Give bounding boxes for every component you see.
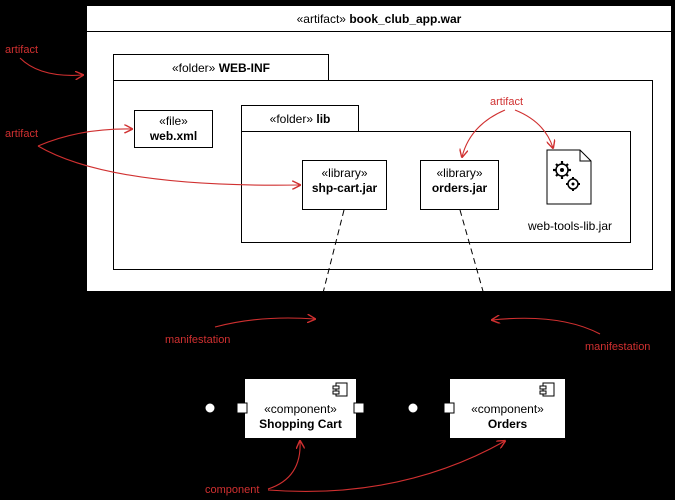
note-arrow-component-1 [267, 441, 300, 490]
artifact-war-stereotype: «artifact» [296, 12, 346, 26]
webtools-label: web-tools-lib.jar [527, 219, 613, 233]
library-shpcart: «library» shp-cart.jar [302, 160, 387, 210]
note-arrow-manifestation-right [492, 318, 601, 335]
manifest-arrow-cart [302, 209, 345, 376]
folder-webinf-name: WEB-INF [218, 61, 271, 75]
component-icon-orders [539, 382, 555, 397]
note-artifact-1: artifact [5, 44, 39, 56]
note-artifact-2: artifact [5, 128, 39, 140]
interface-iorders-label: IOrders [391, 383, 428, 395]
artifact-war-name: book_club_app.war [349, 12, 462, 26]
manifest-arrow-orders [459, 209, 507, 376]
artifact-war-divider [86, 31, 672, 32]
file-webxml-stereotype: «file» [159, 114, 188, 128]
interface-ishoppingcart-lollipop [204, 402, 216, 414]
interface-iorders-socket [401, 399, 411, 417]
file-webxml: «file» web.xml [134, 110, 213, 148]
note-arrow-artifact-2b [37, 145, 300, 185]
note-arrow-artifact-1 [19, 57, 83, 75]
component-cart-name: Shopping Cart [259, 417, 342, 431]
note-arrow-artifact-3b [514, 109, 553, 148]
manifest-label-orders: «manifest» [430, 327, 479, 338]
library-shpcart-name: shp-cart.jar [311, 181, 378, 195]
folder-webinf-tab: «folder» WEB-INF [113, 54, 329, 81]
interface-ishoppingcart-label: IShoppingCart [160, 383, 231, 395]
component-orders-name: Orders [487, 417, 528, 431]
artifact-war-title: «artifact» book_club_app.war [87, 12, 671, 26]
component-orders-stereotype: «component» [471, 402, 544, 416]
interface-iorders-lollipop [407, 402, 419, 414]
note-component: component [205, 484, 260, 496]
port-orders-left [443, 402, 455, 414]
library-shpcart-stereotype: «library» [321, 166, 368, 180]
port-cart-left [236, 402, 248, 414]
file-webxml-name: web.xml [149, 129, 198, 143]
folder-webinf-stereotype: «folder» [171, 61, 216, 75]
library-orders-stereotype: «library» [436, 166, 483, 180]
note-artifact-3: artifact [490, 96, 524, 108]
manifest-label-cart: «manifest» [320, 327, 369, 338]
note-arrow-artifact-2a [37, 129, 132, 147]
note-manifestation-right: manifestation [585, 341, 651, 353]
port-cart-right [353, 402, 365, 414]
component-cart-stereotype: «component» [264, 402, 337, 416]
file-gear-icon [546, 149, 592, 205]
note-arrow-component-2 [267, 441, 505, 492]
folder-lib-tab: «folder» lib [241, 105, 359, 132]
component-icon-cart [332, 382, 348, 397]
folder-webinf-title: «folder» WEB-INF [114, 61, 328, 75]
library-orders-name: orders.jar [431, 181, 488, 195]
note-arrow-artifact-3a [462, 109, 506, 157]
folder-lib-title: «folder» lib [242, 112, 358, 126]
folder-lib-stereotype: «folder» [269, 112, 314, 126]
note-arrow-manifestation-left [214, 318, 315, 328]
note-manifestation-left: manifestation [165, 334, 231, 346]
library-orders: «library» orders.jar [420, 160, 499, 210]
folder-lib-name: lib [316, 112, 331, 126]
